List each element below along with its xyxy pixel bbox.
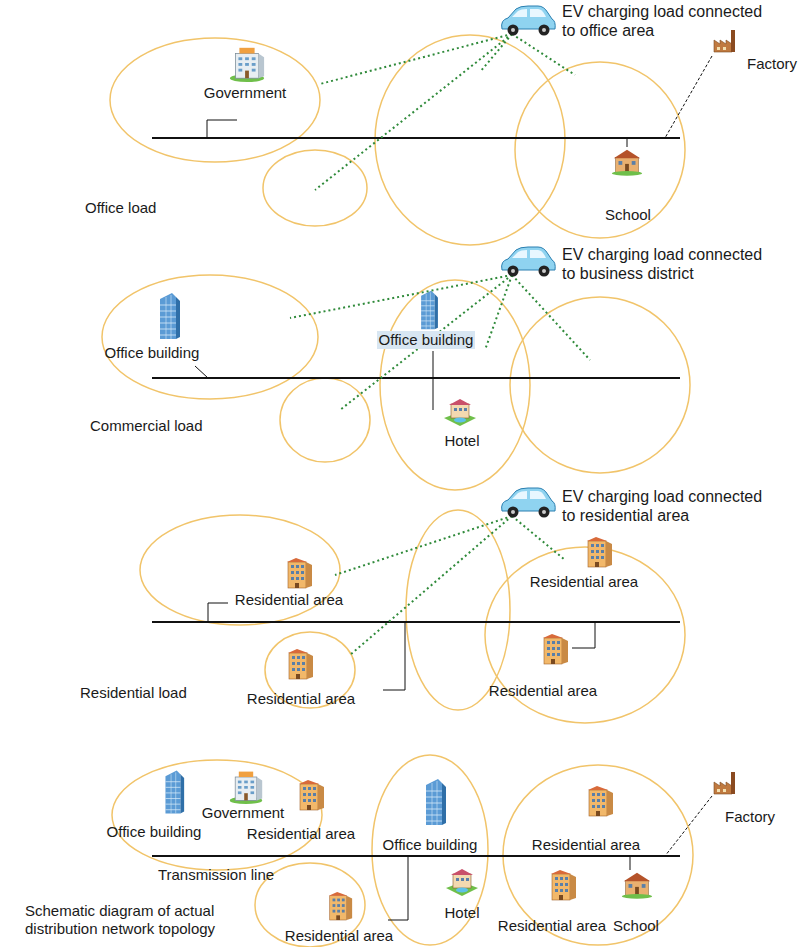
office-plane-art-part: [375, 35, 565, 245]
plane-shape: [0, 525, 801, 705]
building-label: School: [613, 917, 659, 935]
office-plane-art-part: [665, 56, 712, 138]
load-plane: Residential load: [0, 525, 801, 705]
plane-shape: [0, 52, 801, 232]
building-label: School: [605, 206, 651, 224]
building-label: Residential area: [247, 690, 355, 708]
topology-plane-art-part: [426, 779, 446, 825]
topology-plane-art-part: [630, 856, 631, 870]
building-label: Residential area: [530, 573, 638, 591]
building-label: Residential area: [247, 825, 355, 843]
plane-title: Office load: [85, 199, 156, 217]
commercial-plane-art-part: [421, 291, 438, 330]
load-plane: Office load: [0, 52, 801, 232]
office-plane-art-part: [110, 38, 320, 162]
plane-title: Residential load: [80, 684, 187, 702]
office-plane-art-part: [152, 137, 680, 139]
commercial-plane-art-part: [280, 378, 370, 462]
topology-plane-art-part: [299, 780, 324, 810]
building-label: Transmission line: [158, 866, 274, 884]
building-label: Office building: [377, 331, 476, 349]
residential-plane-art-part: [287, 558, 312, 588]
office-plane-art-part: [627, 138, 628, 147]
office-plane-art-part: [230, 48, 264, 82]
office-plane-art-part: [612, 150, 642, 176]
office-plane-art-part: [714, 30, 735, 52]
residential-plane-art-part: [587, 537, 612, 567]
building-label: Residential area: [285, 927, 393, 945]
plane-shape: [0, 768, 801, 947]
plane-title: Commercial load: [90, 417, 203, 435]
ev-caption: EV charging load connected to residentia…: [562, 487, 767, 525]
office-plane-art-part: [315, 34, 575, 190]
commercial-plane-art-part: [102, 275, 318, 399]
load-plane: Schematic diagram of actual distribution…: [0, 768, 801, 947]
topology-plane-art-part: [714, 772, 735, 794]
residential-plane-art-part: [543, 634, 568, 664]
residential-plane-art-part: [152, 621, 680, 623]
residential-plane-art-part: [502, 488, 556, 518]
office-plane-art-part: [263, 150, 367, 226]
ev-caption: EV charging load connected to office are…: [562, 2, 767, 40]
office-plane-art: [110, 6, 735, 245]
building-label: Office building: [105, 344, 200, 362]
building-label: Residential area: [489, 682, 597, 700]
topology-plane-art-part: [551, 870, 576, 900]
residential-plane-art-part: [406, 510, 510, 710]
topology-plane-art-part: [388, 856, 408, 920]
ev-caption: EV charging load connected to business d…: [562, 245, 767, 283]
residential-plane-art-part: [288, 649, 313, 679]
commercial-plane-art-part: [290, 275, 590, 410]
commercial-plane-art-part: [510, 297, 690, 473]
topology-plane-art-part: [152, 855, 680, 857]
commercial-plane-art-part: [160, 293, 180, 339]
commercial-plane-art-part: [444, 399, 476, 426]
plane-shape: [0, 525, 801, 705]
building-label: Hotel: [444, 432, 479, 450]
building-label: Factory: [725, 808, 775, 826]
building-label: Residential area: [235, 591, 343, 609]
building-label: Hotel: [444, 904, 479, 922]
topology-plane-art-part: [446, 869, 478, 896]
residential-plane-art-part: [140, 515, 340, 625]
office-plane-art-part: [207, 120, 237, 138]
commercial-plane-art: [102, 247, 690, 490]
residential-plane-art-part: [383, 622, 405, 690]
building-label: Factory: [747, 55, 797, 73]
plane-shape: [0, 283, 801, 463]
commercial-plane-art-part: [152, 377, 680, 379]
residential-plane-art-part: [572, 622, 595, 648]
topology-plane-art-part: [665, 796, 712, 856]
topology-plane-art-part: [230, 772, 262, 804]
residential-plane-art-part: [208, 603, 228, 622]
commercial-plane-art-part: [195, 366, 208, 378]
office-plane-art-part: [502, 6, 556, 36]
plane-title: Schematic diagram of actual distribution…: [25, 902, 265, 938]
topology-plane-art-part: [372, 755, 488, 945]
commercial-plane-art-part: [380, 280, 530, 490]
plane-shape: [0, 283, 801, 463]
topology-plane-art-part: [112, 760, 322, 870]
building-label: Residential area: [532, 836, 640, 854]
office-plane-art-part: [515, 62, 685, 238]
topology-plane-art-part: [165, 771, 184, 814]
building-label: Government: [204, 84, 287, 102]
building-label: Residential area: [498, 917, 606, 935]
commercial-plane-art-part: [433, 351, 434, 410]
building-label: Office building: [107, 823, 202, 841]
residential-plane-art-part: [485, 547, 685, 723]
load-plane: Commercial load: [0, 283, 801, 463]
commercial-plane-art-part: [502, 247, 556, 277]
building-label: Government: [202, 804, 285, 822]
topology-plane-art-part: [329, 892, 352, 920]
topology-plane-art-part: [622, 873, 652, 899]
topology-plane-art-part: [588, 786, 613, 816]
building-label: Office building: [383, 836, 478, 854]
